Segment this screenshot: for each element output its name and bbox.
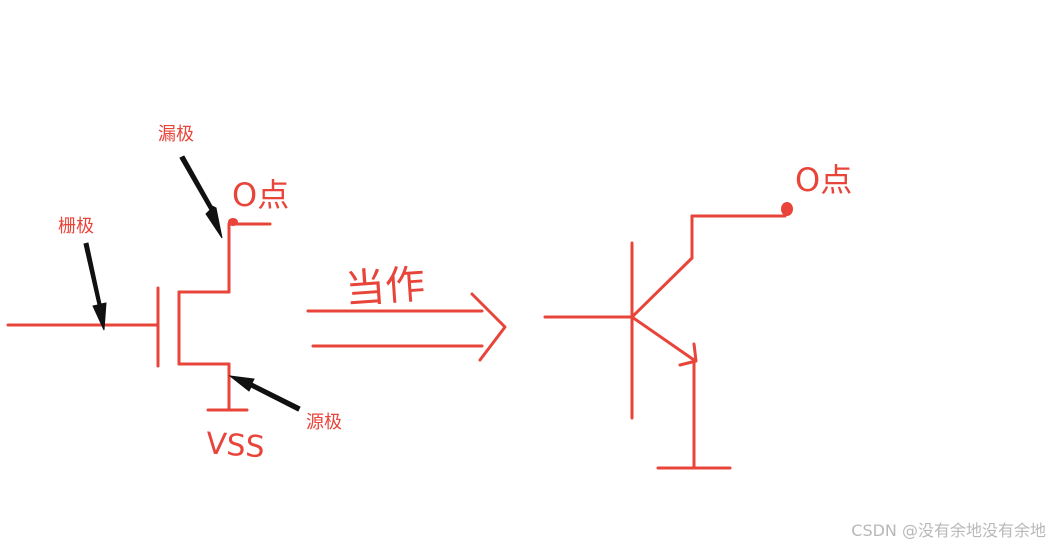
bjt-symbol bbox=[543, 214, 787, 470]
watermark: CSDN @没有余地没有余地 bbox=[851, 521, 1046, 540]
treat-as-label: 当作 bbox=[344, 262, 427, 313]
mosfet-symbol bbox=[6, 222, 272, 412]
source-label: 源极 bbox=[306, 412, 342, 433]
emitter-arrowhead bbox=[678, 342, 698, 367]
collector-node-dot bbox=[781, 202, 793, 216]
o-point-label-right: O点 bbox=[795, 161, 852, 199]
vss-label: VSS bbox=[205, 426, 266, 465]
gate-pointer-arrow bbox=[83, 242, 107, 331]
equivalence-arrow bbox=[306, 292, 507, 362]
source-pointer-arrow bbox=[228, 375, 301, 412]
drain-node-dot bbox=[228, 218, 238, 226]
collector-diagonal bbox=[630, 256, 694, 319]
gate-label: 栅极 bbox=[58, 216, 94, 237]
pointer-arrows bbox=[83, 155, 301, 412]
drain-label: 漏极 bbox=[158, 124, 194, 145]
o-point-label-left: O点 bbox=[232, 176, 289, 214]
equivalence-arrow-head bbox=[470, 292, 507, 362]
emitter-diagonal bbox=[630, 315, 696, 362]
drain-pointer-arrow bbox=[179, 155, 223, 239]
